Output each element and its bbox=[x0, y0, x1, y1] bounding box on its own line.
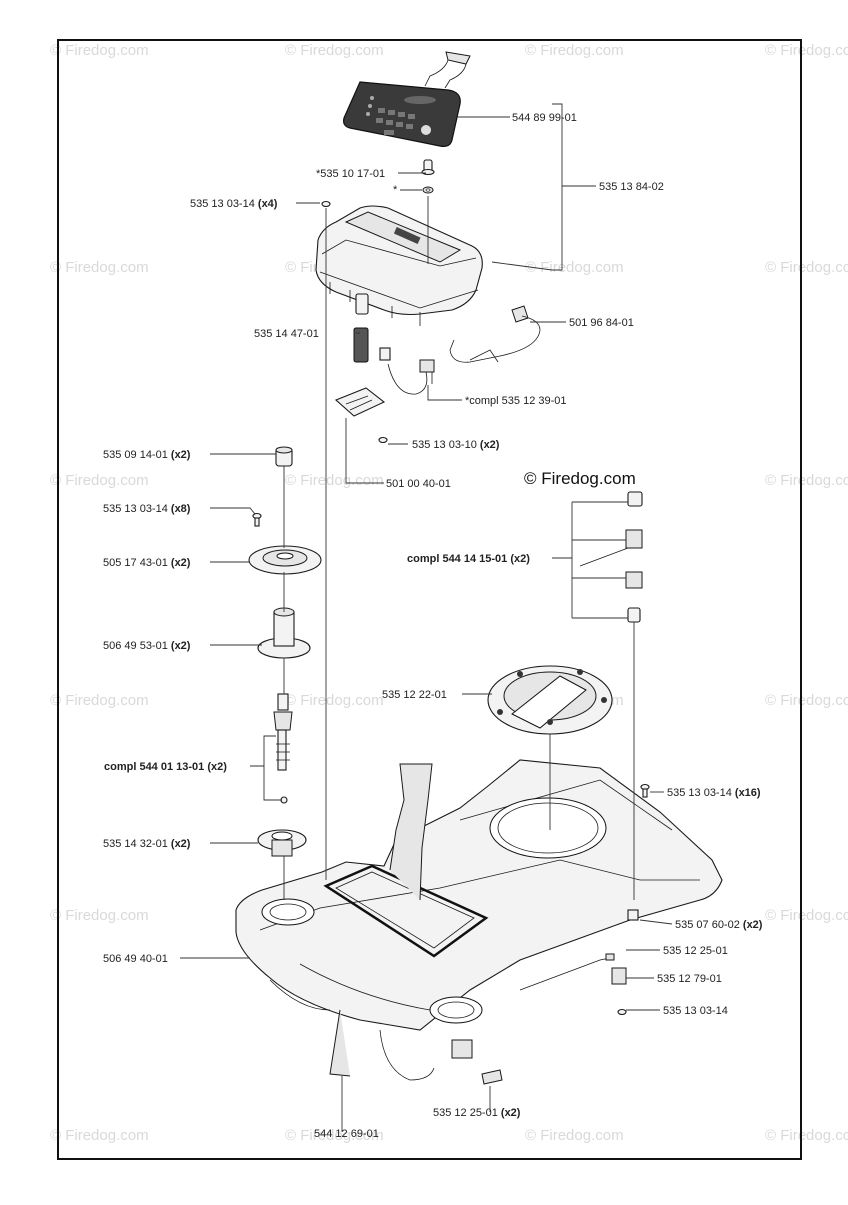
sensor-connector bbox=[379, 347, 435, 395]
part-number-label: *compl 535 12 39-01 bbox=[465, 395, 567, 407]
part-number-label: 535 13 03-14 (x8) bbox=[103, 503, 191, 515]
part-number-label: 535 12 25-01 bbox=[663, 945, 728, 957]
watermark: © Firedog.com bbox=[765, 1127, 848, 1144]
control-housing-cover bbox=[315, 205, 483, 326]
watermark: © Firedog.com bbox=[765, 907, 848, 924]
watermark: © Firedog.com bbox=[285, 472, 384, 489]
watermark: © Firedog.com bbox=[285, 1127, 384, 1144]
part-number-label: 535 14 47-01 bbox=[254, 328, 319, 340]
part-number-label: 535 13 03-14 bbox=[663, 1005, 728, 1017]
collar bbox=[275, 446, 293, 467]
watermark: © Firedog.com bbox=[525, 1127, 624, 1144]
part-number-label: 506 49 40-01 bbox=[103, 953, 168, 965]
keypad-membrane bbox=[343, 51, 471, 147]
watermark: © Firedog.com bbox=[765, 472, 848, 489]
bearing-plate bbox=[248, 545, 322, 575]
watermark: © Firedog.com bbox=[525, 259, 624, 276]
watermark: © Firedog.com bbox=[50, 907, 149, 924]
part-number-label: * bbox=[393, 184, 398, 196]
rubber-gasket bbox=[353, 293, 369, 363]
cable-assembly bbox=[449, 305, 541, 363]
chassis-body bbox=[235, 759, 723, 1081]
wheel-cap bbox=[257, 829, 307, 857]
height-adjust-assembly bbox=[579, 491, 643, 623]
wheel-hub bbox=[257, 607, 311, 659]
watermark: © Firedog.com bbox=[285, 692, 384, 709]
watermark: © Firedog.com bbox=[50, 472, 149, 489]
watermark: © Firedog.com bbox=[765, 42, 848, 59]
bracket bbox=[611, 909, 639, 1016]
watermark: © Firedog.com bbox=[765, 692, 848, 709]
leader-lines bbox=[180, 103, 673, 1132]
part-number-label: 535 12 22-01 bbox=[382, 689, 447, 701]
watermark: © Firedog.com bbox=[50, 259, 149, 276]
pin-and-washer bbox=[421, 159, 435, 194]
part-number-label: 544 89 99-01 bbox=[512, 112, 577, 124]
part-number-label: 505 17 43-01 (x2) bbox=[103, 557, 191, 569]
screw bbox=[321, 200, 331, 208]
part-number-label: compl 544 01 13-01 (x2) bbox=[104, 761, 227, 773]
small-connector bbox=[481, 1069, 503, 1085]
watermark: © Firedog.com bbox=[50, 1127, 149, 1144]
part-labels: 544 89 99-01 *535 10 17-01 * 535 13 84-0… bbox=[103, 112, 763, 1140]
screw bbox=[252, 512, 262, 527]
blade-motor-plate bbox=[487, 665, 613, 735]
part-number-label: 535 07 60-02 (x2) bbox=[675, 919, 763, 931]
diagram-frame bbox=[57, 39, 802, 1160]
part-number-label: 535 13 03-10 (x2) bbox=[412, 439, 500, 451]
part-number-label: 535 12 79-01 bbox=[657, 973, 722, 985]
rear-wire bbox=[519, 953, 615, 991]
watermark: © Firedog.com bbox=[285, 42, 384, 59]
part-number-label: 535 12 25-01 (x2) bbox=[433, 1107, 521, 1119]
part-number-label: 544 12 69-01 bbox=[314, 1128, 379, 1140]
part-number-label: compl 544 14 15-01 (x2) bbox=[407, 553, 530, 565]
plunger-assembly bbox=[273, 693, 293, 804]
part-number-label: 535 13 84-02 bbox=[599, 181, 664, 193]
part-number-label: 535 13 03-14 (x4) bbox=[190, 198, 278, 210]
brand-watermark: © Firedog.com bbox=[524, 469, 636, 488]
watermark: © Firedog.com bbox=[50, 42, 149, 59]
screw bbox=[640, 783, 650, 798]
circuit-card bbox=[334, 387, 388, 444]
watermark: © Firedog.com bbox=[765, 259, 848, 276]
part-number-label: *535 10 17-01 bbox=[316, 168, 385, 180]
part-number-label: 535 09 14-01 (x2) bbox=[103, 449, 191, 461]
part-number-label: 535 13 03-14 (x16) bbox=[667, 787, 761, 799]
part-number-label: 535 14 32-01 (x2) bbox=[103, 838, 191, 850]
part-number-label: 506 49 53-01 (x2) bbox=[103, 640, 191, 652]
part-number-label: 501 00 40-01 bbox=[386, 478, 451, 490]
watermark: © Firedog.com bbox=[525, 42, 624, 59]
watermark: © Firedog.com bbox=[50, 692, 149, 709]
part-number-label: 501 96 84-01 bbox=[569, 317, 634, 329]
